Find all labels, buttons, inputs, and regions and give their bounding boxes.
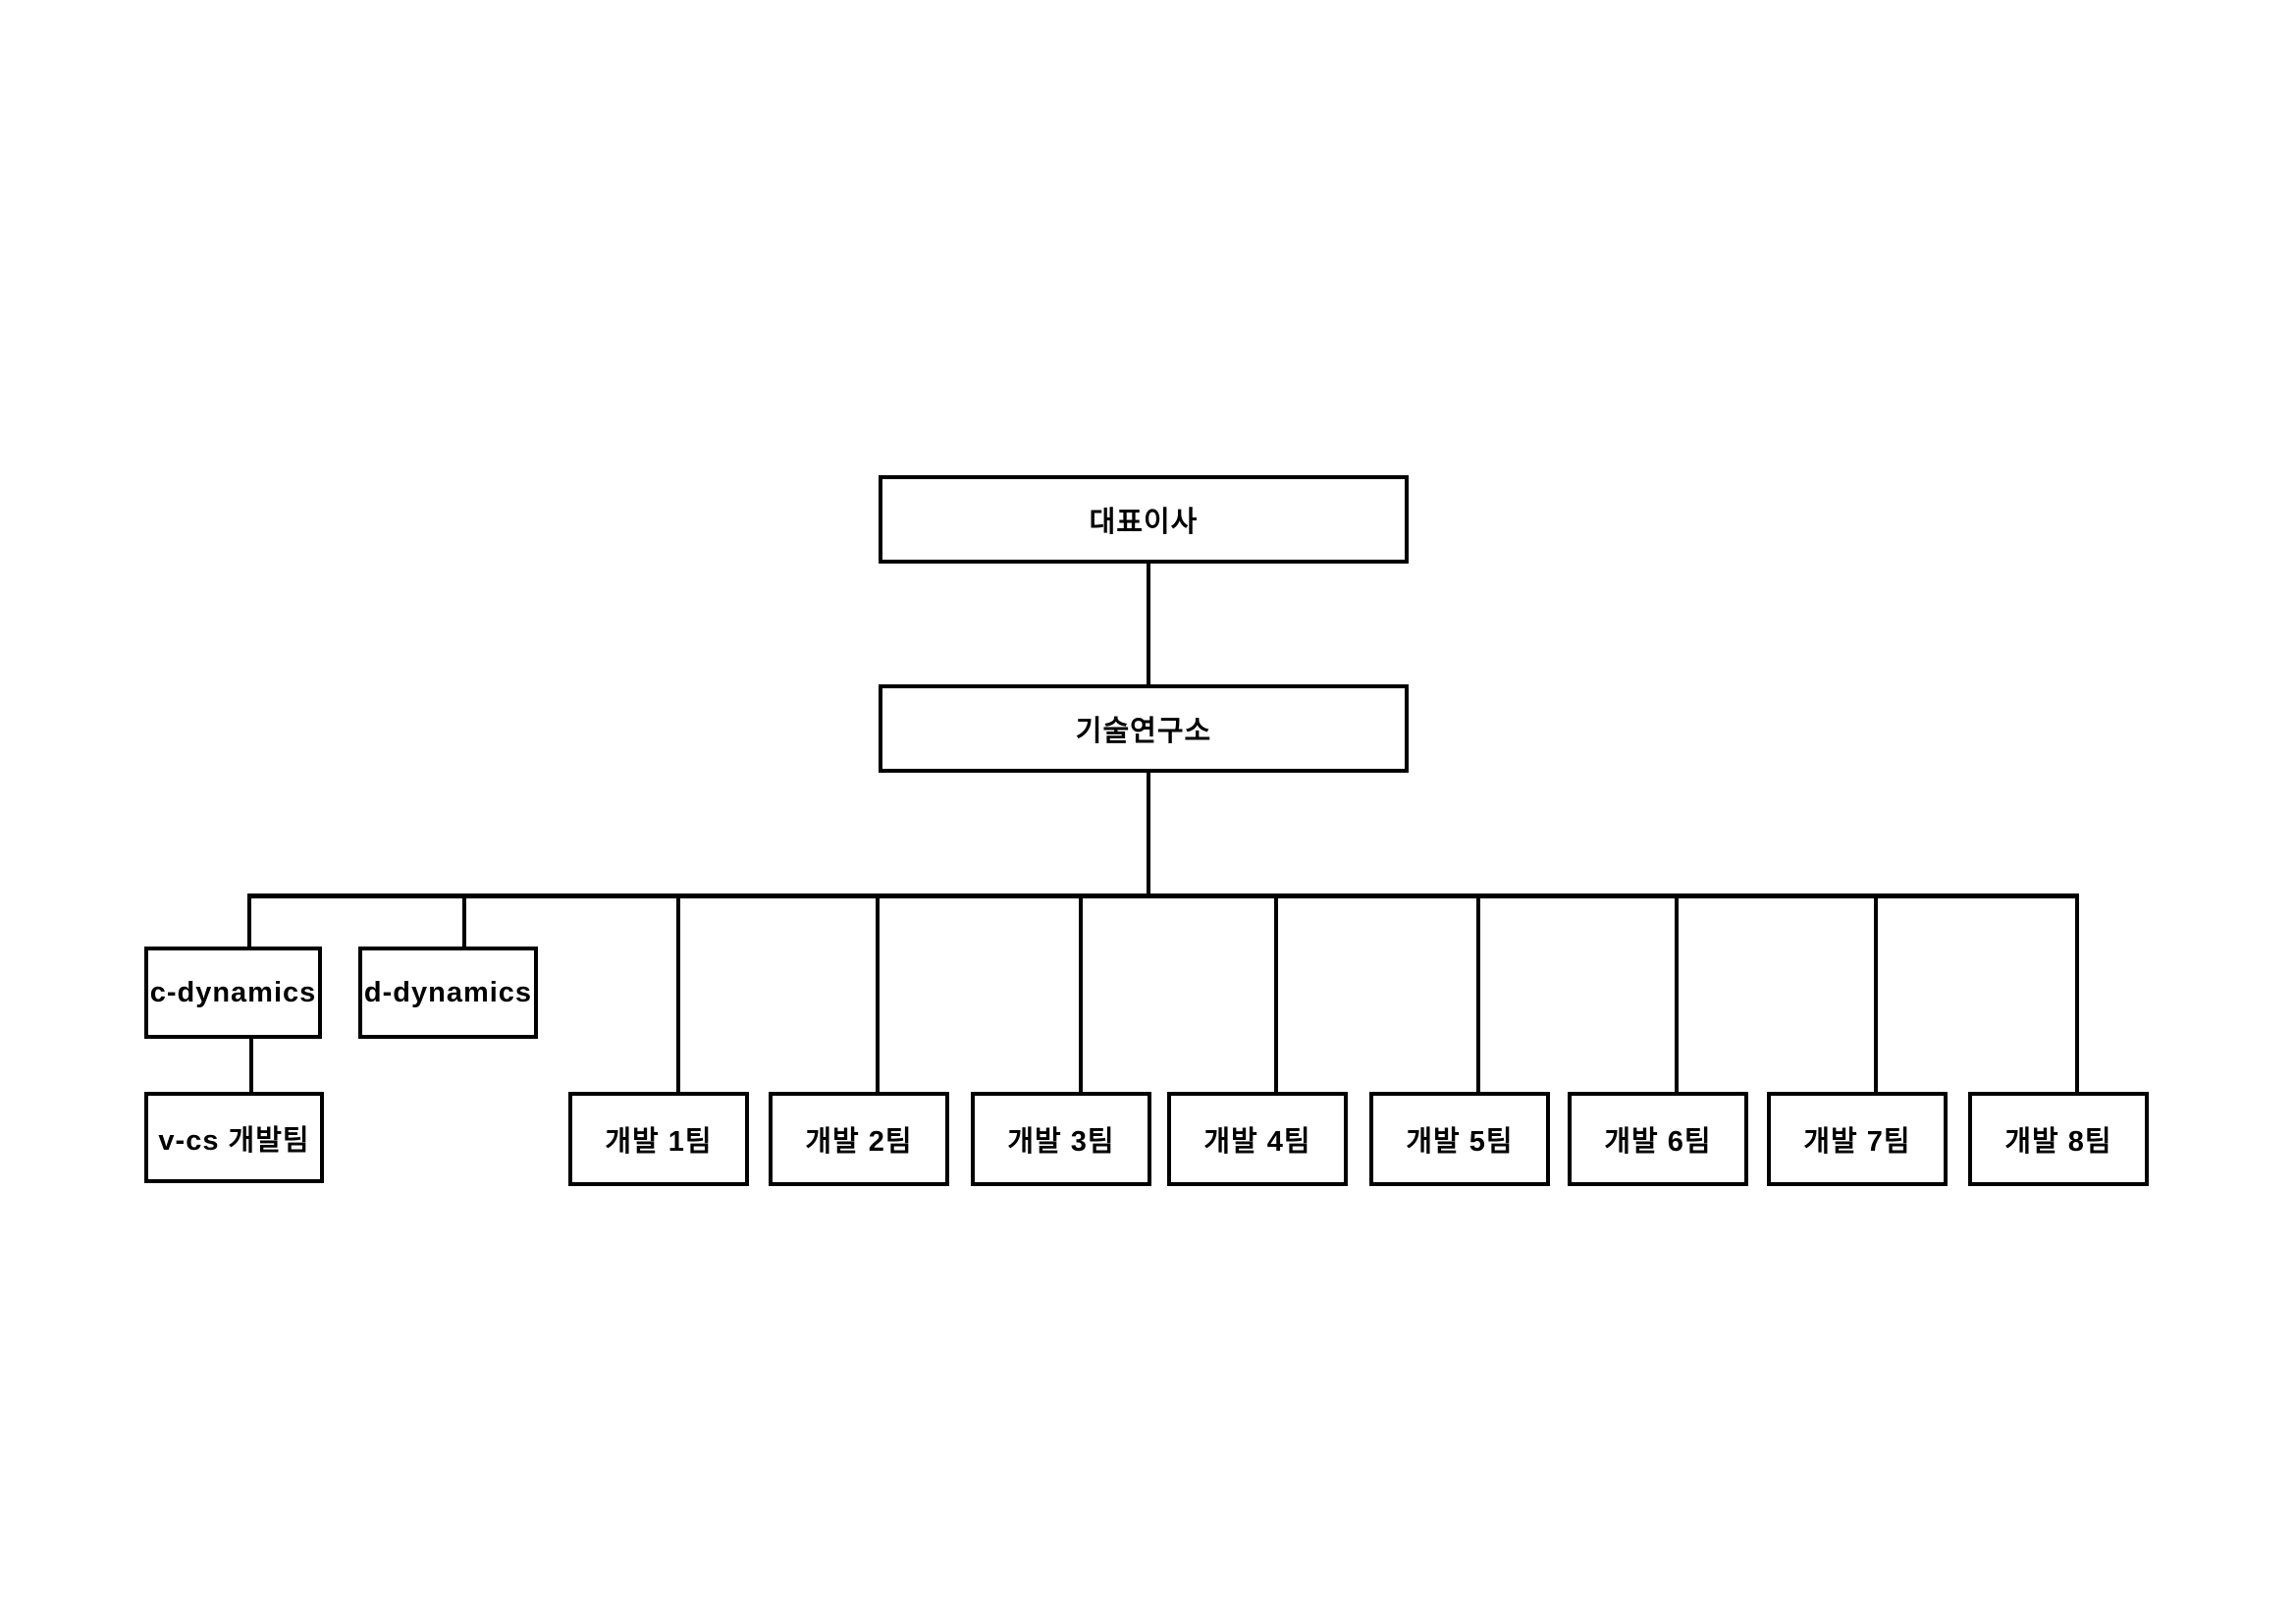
connector-drop-team-7 [1874,893,1878,1092]
connector-drop-team-1 [676,893,680,1092]
org-node-research-institute: 기술연구소 [879,684,1409,773]
org-node-dev-team-6-label: 개발 6팀 [1604,1126,1712,1158]
org-node-v-cs-dev-team: v-cs 개발팀 [144,1092,324,1183]
connector-drop-team-4 [1274,893,1278,1092]
org-node-dev-team-7: 개발 7팀 [1767,1092,1948,1186]
connector-drop-team-3 [1079,893,1083,1092]
connector-drop-team-6 [1675,893,1679,1092]
org-node-dev-team-4-label: 개발 4팀 [1203,1126,1311,1158]
connector-drop-team-2 [876,893,880,1092]
connector-division-to-bus [1147,773,1150,893]
org-node-dev-team-4: 개발 4팀 [1167,1092,1348,1186]
connector-drop-team-8 [2075,893,2079,1092]
connector-c-dynamics-to-v-cs-team [249,1039,253,1092]
org-node-ceo-label: 대표이사 [1089,507,1199,538]
org-node-c-dynamics: c-dynamics [144,947,322,1039]
org-node-ceo: 대표이사 [879,475,1409,564]
org-node-c-dynamics-label: c-dynamics [149,976,317,1008]
org-node-research-institute-label: 기술연구소 [1075,716,1212,747]
connector-drop-team-5 [1476,893,1480,1092]
org-node-dev-team-2-label: 개발 2팀 [805,1126,913,1158]
org-node-d-dynamics: d-dynamics [358,947,538,1039]
org-node-dev-team-3: 개발 3팀 [971,1092,1151,1186]
org-node-d-dynamics-label: d-dynamics [363,976,533,1008]
org-node-dev-team-5: 개발 5팀 [1369,1092,1550,1186]
org-node-dev-team-5-label: 개발 5팀 [1406,1126,1514,1158]
org-node-dev-team-1: 개발 1팀 [568,1092,749,1186]
org-node-dev-team-8-label: 개발 8팀 [2004,1126,2112,1158]
org-node-dev-team-3-label: 개발 3팀 [1007,1126,1115,1158]
org-node-dev-team-6: 개발 6팀 [1568,1092,1748,1186]
org-node-dev-team-2: 개발 2팀 [769,1092,949,1186]
org-node-dev-team-1-label: 개발 1팀 [605,1126,713,1158]
org-node-dev-team-8: 개발 8팀 [1968,1092,2149,1186]
org-node-dev-team-7-label: 개발 7팀 [1803,1126,1911,1158]
connector-root-to-division [1147,564,1150,684]
connector-bus [247,893,2079,898]
org-node-v-cs-dev-team-label: v-cs 개발팀 [158,1124,310,1157]
connector-drop-c-dynamics [247,893,251,947]
connector-drop-d-dynamics [462,893,466,947]
